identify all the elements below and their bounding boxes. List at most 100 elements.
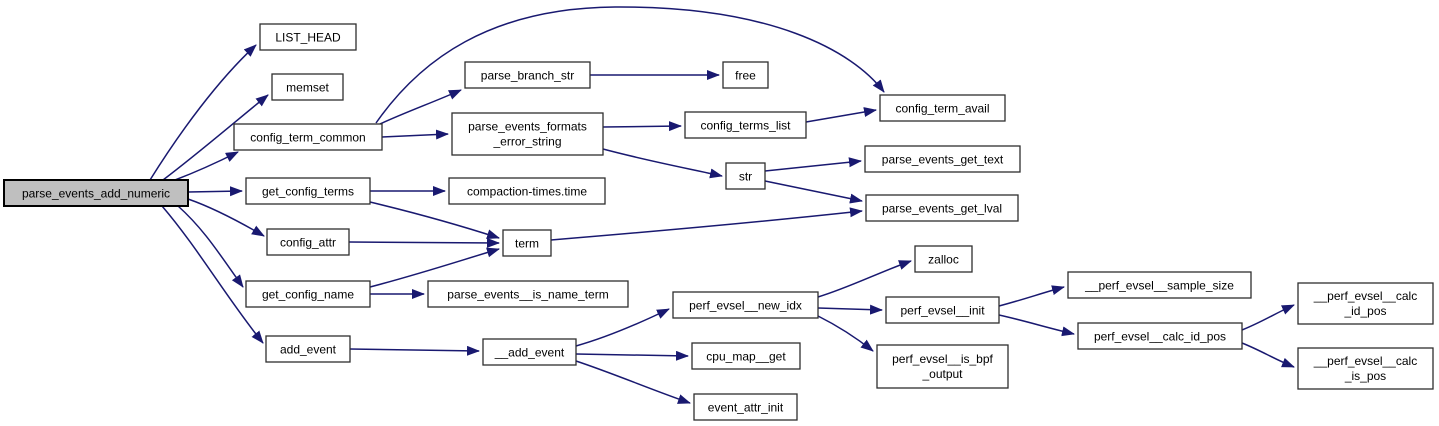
svg-text:get_config_terms: get_config_terms bbox=[262, 185, 354, 199]
node-term[interactable]: term bbox=[502, 229, 552, 257]
node-label: str bbox=[739, 170, 752, 184]
edge-parse_events_add_numeric-to-config_term_common bbox=[174, 151, 239, 181]
node-perf_evsel__is_bpf_output[interactable]: perf_evsel__is_bpf_output bbox=[876, 344, 1009, 389]
node-__perf_evsel__calc_is_pos[interactable]: __perf_evsel__calc_is_pos bbox=[1297, 347, 1434, 390]
node-get_config_name[interactable]: get_config_name bbox=[245, 280, 371, 308]
svg-text:parse_events_get_lval: parse_events_get_lval bbox=[882, 202, 1002, 216]
node-label: add_event bbox=[280, 343, 337, 357]
node-LIST_HEAD[interactable]: LIST_HEAD bbox=[259, 23, 357, 51]
node-free[interactable]: free bbox=[722, 61, 769, 89]
node-parse_events__is_name_term[interactable]: parse_events__is_name_term bbox=[427, 280, 629, 308]
node-box[interactable] bbox=[865, 194, 1019, 222]
node-box[interactable] bbox=[864, 145, 1021, 173]
node-parse_events_get_lval[interactable]: parse_events_get_lval bbox=[865, 194, 1019, 222]
svg-text:perf_evsel__init: perf_evsel__init bbox=[900, 304, 985, 318]
node-box[interactable] bbox=[691, 342, 801, 370]
node-config_term_avail[interactable]: config_term_avail bbox=[879, 94, 1006, 122]
node-memset[interactable]: memset bbox=[271, 73, 344, 101]
edge-add_event-to-__add_event bbox=[349, 345, 480, 356]
node-parse_events_formats_error_string[interactable]: parse_events_formats_error_string bbox=[451, 112, 604, 156]
node-box[interactable] bbox=[245, 177, 371, 205]
node-box[interactable] bbox=[482, 338, 577, 366]
node-box[interactable] bbox=[1297, 347, 1434, 390]
node-box[interactable] bbox=[885, 296, 1000, 324]
edge-__add_event-to-event_attr_init bbox=[575, 360, 691, 404]
node-event_attr_init[interactable]: event_attr_init bbox=[693, 393, 798, 421]
node-parse_branch_str[interactable]: parse_branch_str bbox=[464, 61, 591, 89]
node-parse_events_get_text[interactable]: parse_events_get_text bbox=[864, 145, 1021, 173]
svg-text:parse_events_formats_error_str: parse_events_formats_error_string bbox=[468, 120, 587, 149]
node-config_term_common[interactable]: config_term_common bbox=[233, 123, 383, 151]
node-__perf_evsel__calc_id_pos[interactable]: __perf_evsel__calc_id_pos bbox=[1297, 282, 1434, 325]
node-perf_evsel__calc_id_pos[interactable]: perf_evsel__calc_id_pos bbox=[1077, 322, 1243, 350]
node-config_terms_list[interactable]: config_terms_list bbox=[684, 111, 807, 139]
node-perf_evsel__init[interactable]: perf_evsel__init bbox=[885, 296, 1000, 324]
node-box[interactable] bbox=[245, 280, 371, 308]
svg-text:add_event: add_event bbox=[280, 343, 337, 357]
node-label: parse_events_formats bbox=[468, 120, 587, 134]
node-box[interactable] bbox=[233, 123, 383, 151]
edge-str-to-parse_events_get_lval bbox=[764, 180, 863, 204]
svg-text:term: term bbox=[515, 237, 539, 251]
node-str[interactable]: str bbox=[725, 162, 766, 190]
node-config_attr[interactable]: config_attr bbox=[266, 228, 350, 256]
node-add_event[interactable]: add_event bbox=[265, 335, 351, 363]
svg-text:perf_evsel__new_idx: perf_evsel__new_idx bbox=[689, 299, 802, 313]
edge-config_terms_list-to-config_term_avail bbox=[805, 107, 877, 123]
node-label: config_terms_list bbox=[700, 119, 791, 133]
node-compaction-times.time[interactable]: compaction-times.time bbox=[448, 177, 606, 205]
node-box[interactable] bbox=[464, 61, 591, 89]
svg-text:get_config_name: get_config_name bbox=[262, 288, 354, 302]
node-__add_event[interactable]: __add_event bbox=[482, 338, 577, 366]
node-box[interactable] bbox=[266, 228, 350, 256]
svg-text:cpu_map__get: cpu_map__get bbox=[706, 350, 786, 364]
node-box[interactable] bbox=[427, 280, 629, 308]
node-box[interactable] bbox=[259, 23, 357, 51]
edge-parse_events_add_numeric-to-get_config_name bbox=[177, 205, 244, 288]
svg-text:compaction-times.time: compaction-times.time bbox=[467, 185, 587, 199]
node-cpu_map__get[interactable]: cpu_map__get bbox=[691, 342, 801, 370]
node-get_config_terms[interactable]: get_config_terms bbox=[245, 177, 371, 205]
edge-parse_events_add_numeric-to-LIST_HEAD bbox=[149, 44, 257, 181]
node-label: config_term_common bbox=[250, 131, 365, 145]
node-label: perf_evsel__calc_id_pos bbox=[1094, 330, 1226, 344]
svg-text:free: free bbox=[735, 69, 756, 83]
node-box[interactable] bbox=[672, 291, 819, 319]
node-box[interactable] bbox=[1297, 282, 1434, 325]
edge-parse_events_formats_error_string-to-config_terms_list bbox=[602, 121, 682, 132]
node-box[interactable] bbox=[725, 162, 766, 190]
node-box[interactable] bbox=[1077, 322, 1243, 350]
svg-text:parse_events__is_name_term: parse_events__is_name_term bbox=[447, 288, 608, 302]
svg-text:parse_events_add_numeric: parse_events_add_numeric bbox=[22, 187, 170, 201]
svg-text:__add_event: __add_event bbox=[494, 346, 565, 360]
node-perf_evsel__new_idx[interactable]: perf_evsel__new_idx bbox=[672, 291, 819, 319]
node-box[interactable] bbox=[876, 344, 1009, 389]
node-box[interactable] bbox=[448, 177, 606, 205]
node-parse_events_add_numeric: parse_events_add_numeric bbox=[3, 179, 189, 207]
node-label: get_config_name bbox=[262, 288, 354, 302]
node-box[interactable] bbox=[265, 335, 351, 363]
node-box[interactable] bbox=[879, 94, 1006, 122]
node-label: config_attr bbox=[280, 236, 336, 250]
node-label: free bbox=[735, 69, 756, 83]
node-label: parse_events_get_lval bbox=[882, 202, 1002, 216]
node-box[interactable] bbox=[451, 112, 604, 156]
edge-parse_events_add_numeric-to-get_config_terms bbox=[187, 186, 243, 197]
node-box[interactable] bbox=[1067, 271, 1252, 299]
node-box[interactable] bbox=[914, 245, 973, 273]
svg-text:__perf_evsel__calc_is_pos: __perf_evsel__calc_is_pos bbox=[1313, 354, 1417, 383]
edge-str-to-parse_events_get_text bbox=[764, 157, 862, 172]
node-box[interactable] bbox=[722, 61, 769, 89]
node-box[interactable] bbox=[502, 229, 552, 257]
node-label: cpu_map__get bbox=[706, 350, 786, 364]
node-label: config_term_avail bbox=[895, 102, 989, 116]
node-box[interactable] bbox=[693, 393, 798, 421]
node-box[interactable] bbox=[684, 111, 807, 139]
node-__perf_evsel__sample_size[interactable]: __perf_evsel__sample_size bbox=[1067, 271, 1252, 299]
node-label: perf_evsel__new_idx bbox=[689, 299, 802, 313]
edge-__add_event-to-perf_evsel__new_idx bbox=[575, 308, 670, 347]
node-zalloc[interactable]: zalloc bbox=[914, 245, 973, 273]
node-box[interactable] bbox=[271, 73, 344, 101]
svg-text:perf_evsel__is_bpf_output: perf_evsel__is_bpf_output bbox=[892, 352, 993, 381]
